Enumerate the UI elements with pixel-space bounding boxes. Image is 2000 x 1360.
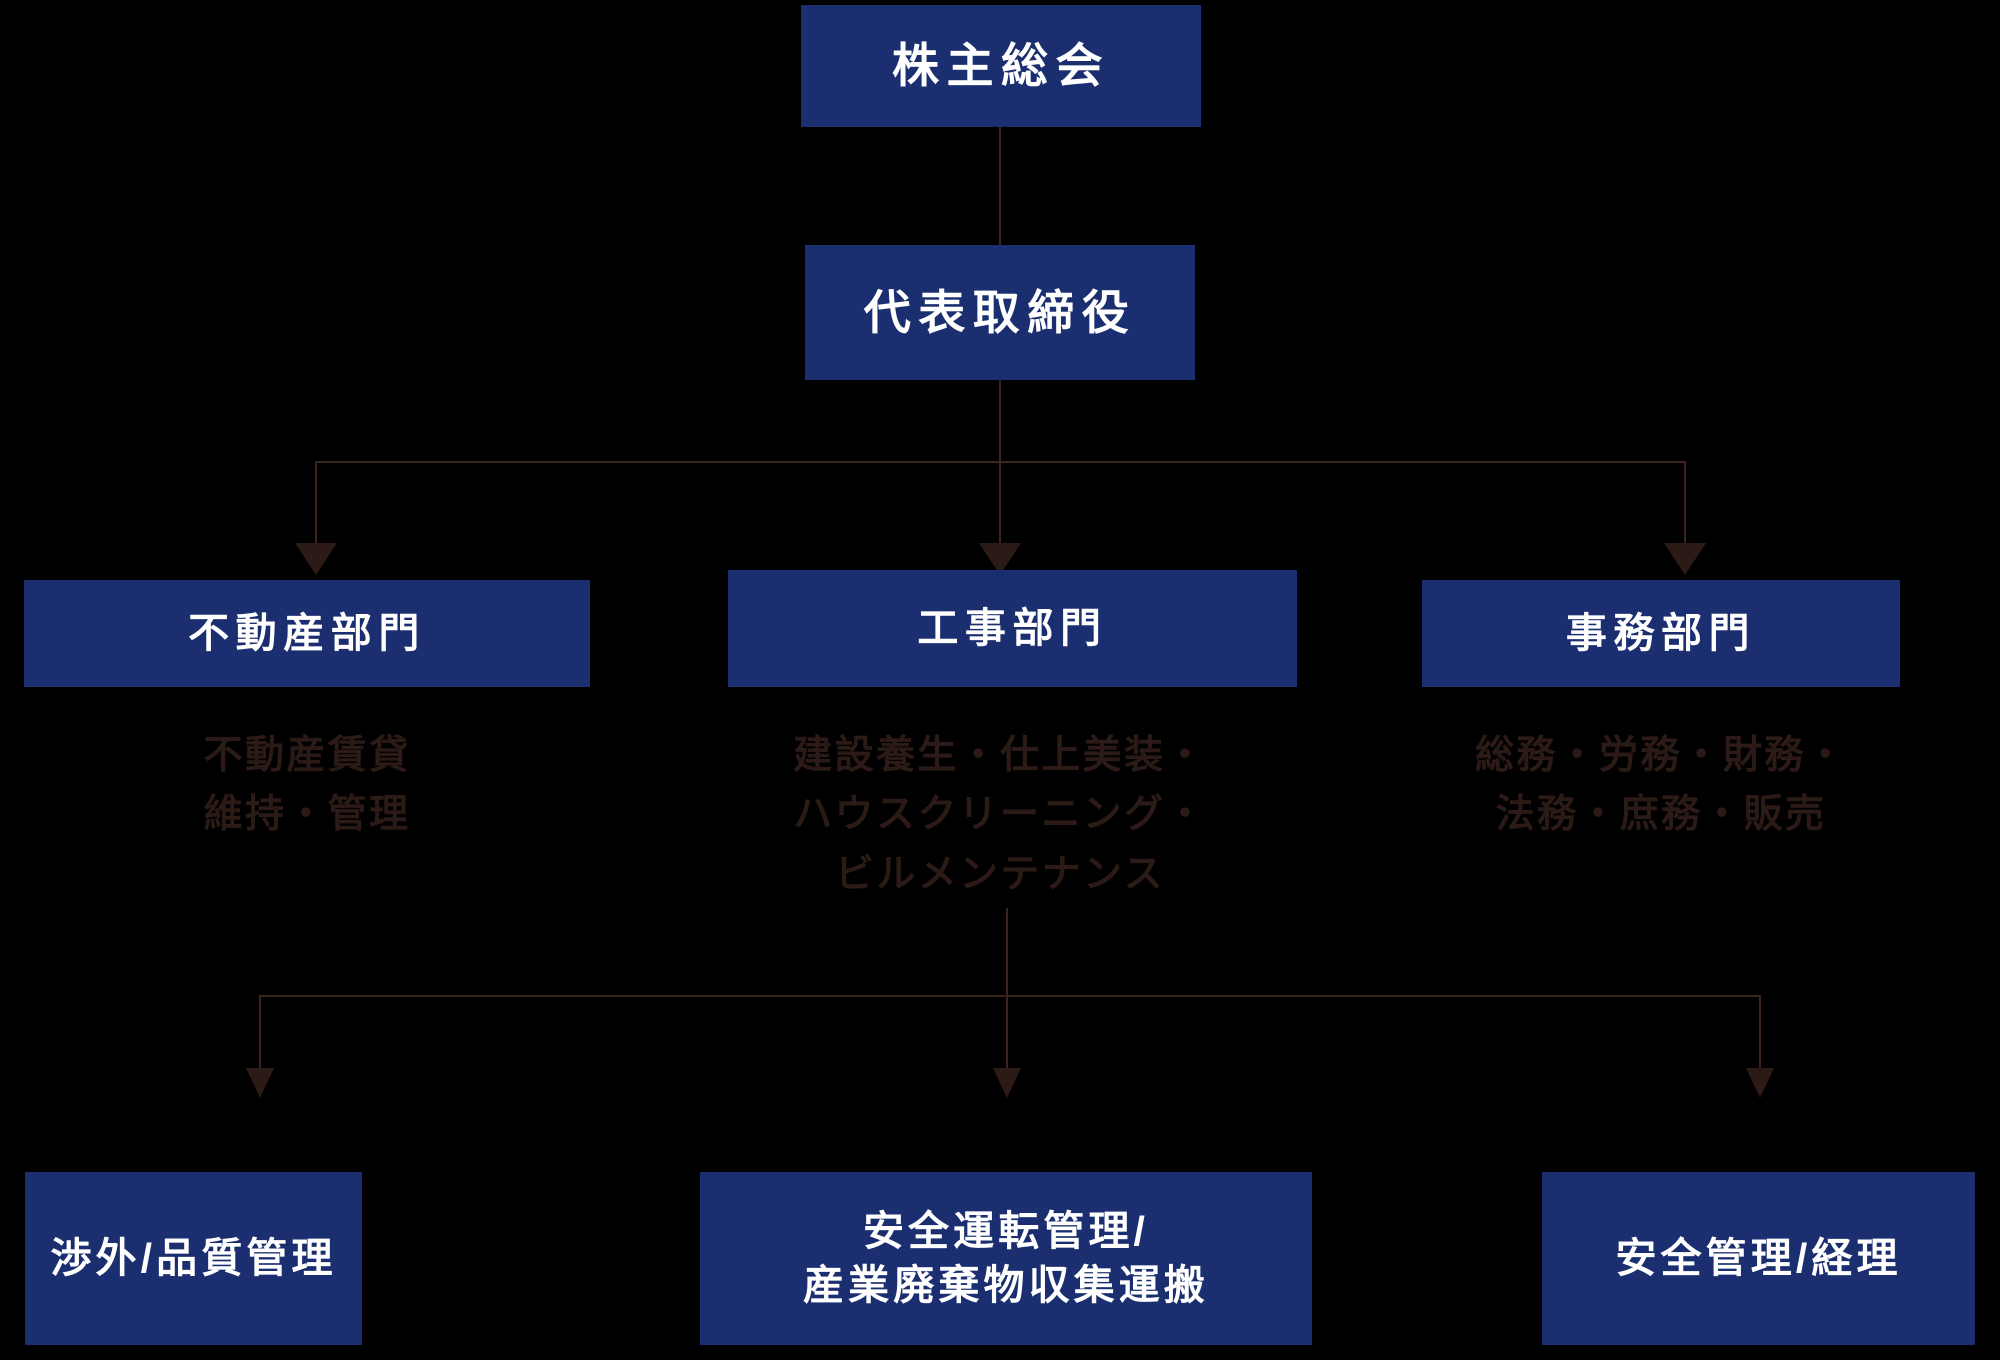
connector-director-stem bbox=[999, 380, 1001, 462]
node-unit-safe-driving-waste-transport[interactable]: 安全運転管理/ 産業廃棄物収集運搬 bbox=[700, 1172, 1312, 1345]
arrow-down-icon-realestate bbox=[295, 543, 337, 575]
connector-to-unit-safe-driving bbox=[1006, 995, 1008, 1070]
connector-to-unit-safety-accounting bbox=[1759, 995, 1761, 1070]
connector-units-bus bbox=[260, 995, 1760, 997]
connector-shareholders-to-director bbox=[999, 127, 1001, 245]
description-administration: 総務・労務・財務・ 法務・庶務・販売 bbox=[1474, 734, 1848, 837]
node-department-real-estate[interactable]: 不動産部門 bbox=[24, 580, 590, 687]
node-shareholders-meeting[interactable]: 株主総会 bbox=[801, 5, 1201, 127]
arrow-down-icon-admin bbox=[1664, 543, 1706, 575]
node-unit-safety-management-accounting[interactable]: 安全管理/経理 bbox=[1542, 1172, 1975, 1345]
description-real-estate: 不動産賃貸 維持・管理 bbox=[203, 734, 411, 837]
connector-director-to-realestate bbox=[315, 461, 317, 545]
node-representative-director[interactable]: 代表取締役 bbox=[805, 245, 1195, 380]
connector-director-to-admin bbox=[1684, 461, 1686, 545]
node-department-construction[interactable]: 工事部門 bbox=[728, 570, 1297, 687]
connector-construction-stem bbox=[1006, 908, 1008, 996]
arrow-down-icon-unit-safety-accounting bbox=[1746, 1068, 1774, 1098]
node-department-administration[interactable]: 事務部門 bbox=[1422, 580, 1900, 687]
connector-director-to-construction bbox=[999, 461, 1001, 545]
arrow-down-icon-unit-external-affairs bbox=[246, 1068, 274, 1098]
arrow-down-icon-unit-safe-driving bbox=[993, 1068, 1021, 1098]
arrow-down-icon-construction bbox=[979, 543, 1021, 575]
node-unit-external-affairs-quality-control[interactable]: 渉外/品質管理 bbox=[25, 1172, 362, 1345]
connector-to-unit-external-affairs bbox=[259, 995, 261, 1070]
description-construction: 建設養生・仕上美装・ ハウスクリーニング・ ビルメンテナンス bbox=[793, 734, 1207, 896]
